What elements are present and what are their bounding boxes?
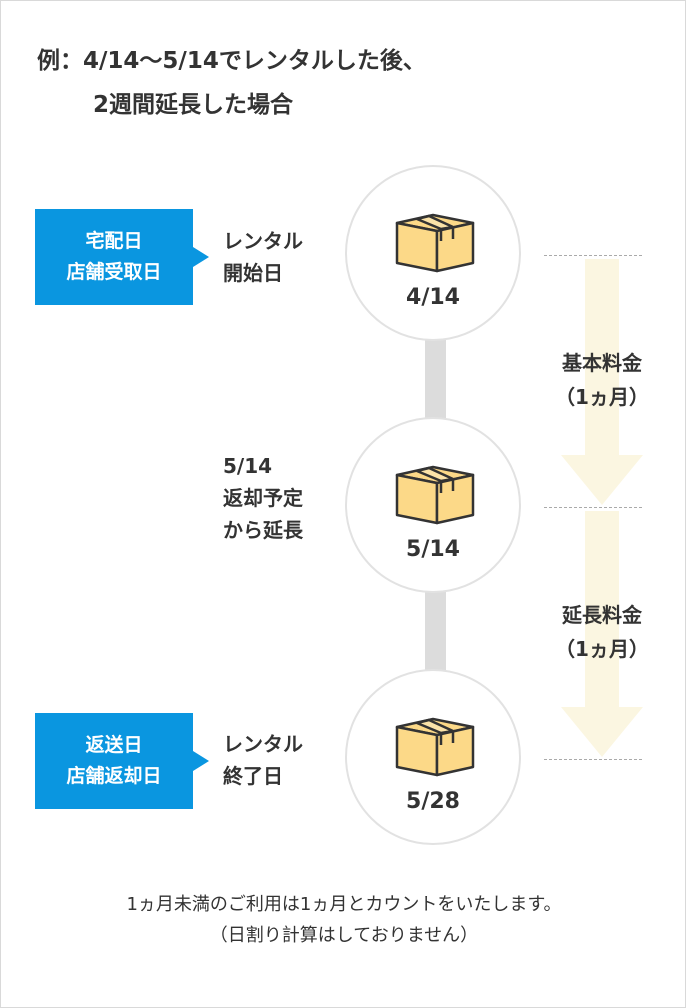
fee-duration: （1ヵ月）	[555, 385, 649, 409]
cardboard-box-icon	[395, 717, 475, 777]
fee-name: 延長料金	[562, 603, 642, 627]
timeline-date: 4/14	[406, 285, 460, 310]
tag-line: 宅配日	[85, 230, 143, 252]
label-line: 終了日	[223, 764, 283, 788]
base-fee-label: 基本料金 （1ヵ月）	[541, 346, 663, 414]
down-arrow-icon	[561, 511, 643, 757]
extension-fee-label: 延長料金 （1ヵ月）	[541, 598, 663, 666]
timeline-node-start: 4/14	[345, 165, 521, 341]
billing-note: 1ヵ月未満のご利用は1ヵ月とカウントをいたします。 （日割り計算はしておりません…	[1, 889, 686, 951]
tag-line: 返送日	[85, 734, 143, 756]
fee-name: 基本料金	[562, 351, 642, 375]
label-line: レンタル	[223, 229, 303, 253]
example-heading: 例：4/14〜5/14でレンタルした後、 2週間延長した場合	[37, 39, 426, 127]
delivery-date-tag: 宅配日 店舗受取日	[35, 209, 209, 305]
note-line-1: 1ヵ月未満のご利用は1ヵ月とカウントをいたします。	[126, 894, 562, 915]
heading-line-1: 例：4/14〜5/14でレンタルした後、	[37, 48, 426, 74]
tag-line: 店舗受取日	[66, 261, 162, 283]
down-arrow-icon	[561, 259, 643, 505]
period-marker-start	[544, 255, 642, 256]
cardboard-box-icon	[395, 213, 475, 273]
timeline-connector-2	[425, 591, 446, 675]
label-line: 5/14	[223, 454, 273, 478]
label-line: から延長	[223, 518, 303, 542]
label-line: 開始日	[223, 261, 283, 285]
timeline-connector-1	[425, 339, 446, 423]
timeline-date: 5/28	[406, 789, 460, 814]
period-marker-extension	[544, 507, 642, 508]
heading-line-2: 2週間延長した場合	[93, 92, 294, 118]
timeline-node-extension: 5/14	[345, 417, 521, 593]
fee-duration: （1ヵ月）	[555, 637, 649, 661]
period-marker-end	[544, 759, 642, 760]
label-line: レンタル	[223, 732, 303, 756]
return-date-tag: 返送日 店舗返却日	[35, 713, 209, 809]
timeline-date: 5/14	[406, 537, 460, 562]
timeline-node-end: 5/28	[345, 669, 521, 845]
extension-start-label: 5/14 返却予定 から延長	[223, 450, 303, 546]
note-line-2: （日割り計算はしておりません）	[209, 925, 479, 946]
rental-end-label: レンタル 終了日	[223, 728, 303, 792]
label-line: 返却予定	[223, 486, 303, 510]
cardboard-box-icon	[395, 465, 475, 525]
rental-start-label: レンタル 開始日	[223, 225, 303, 289]
tag-line: 店舗返却日	[66, 765, 162, 787]
